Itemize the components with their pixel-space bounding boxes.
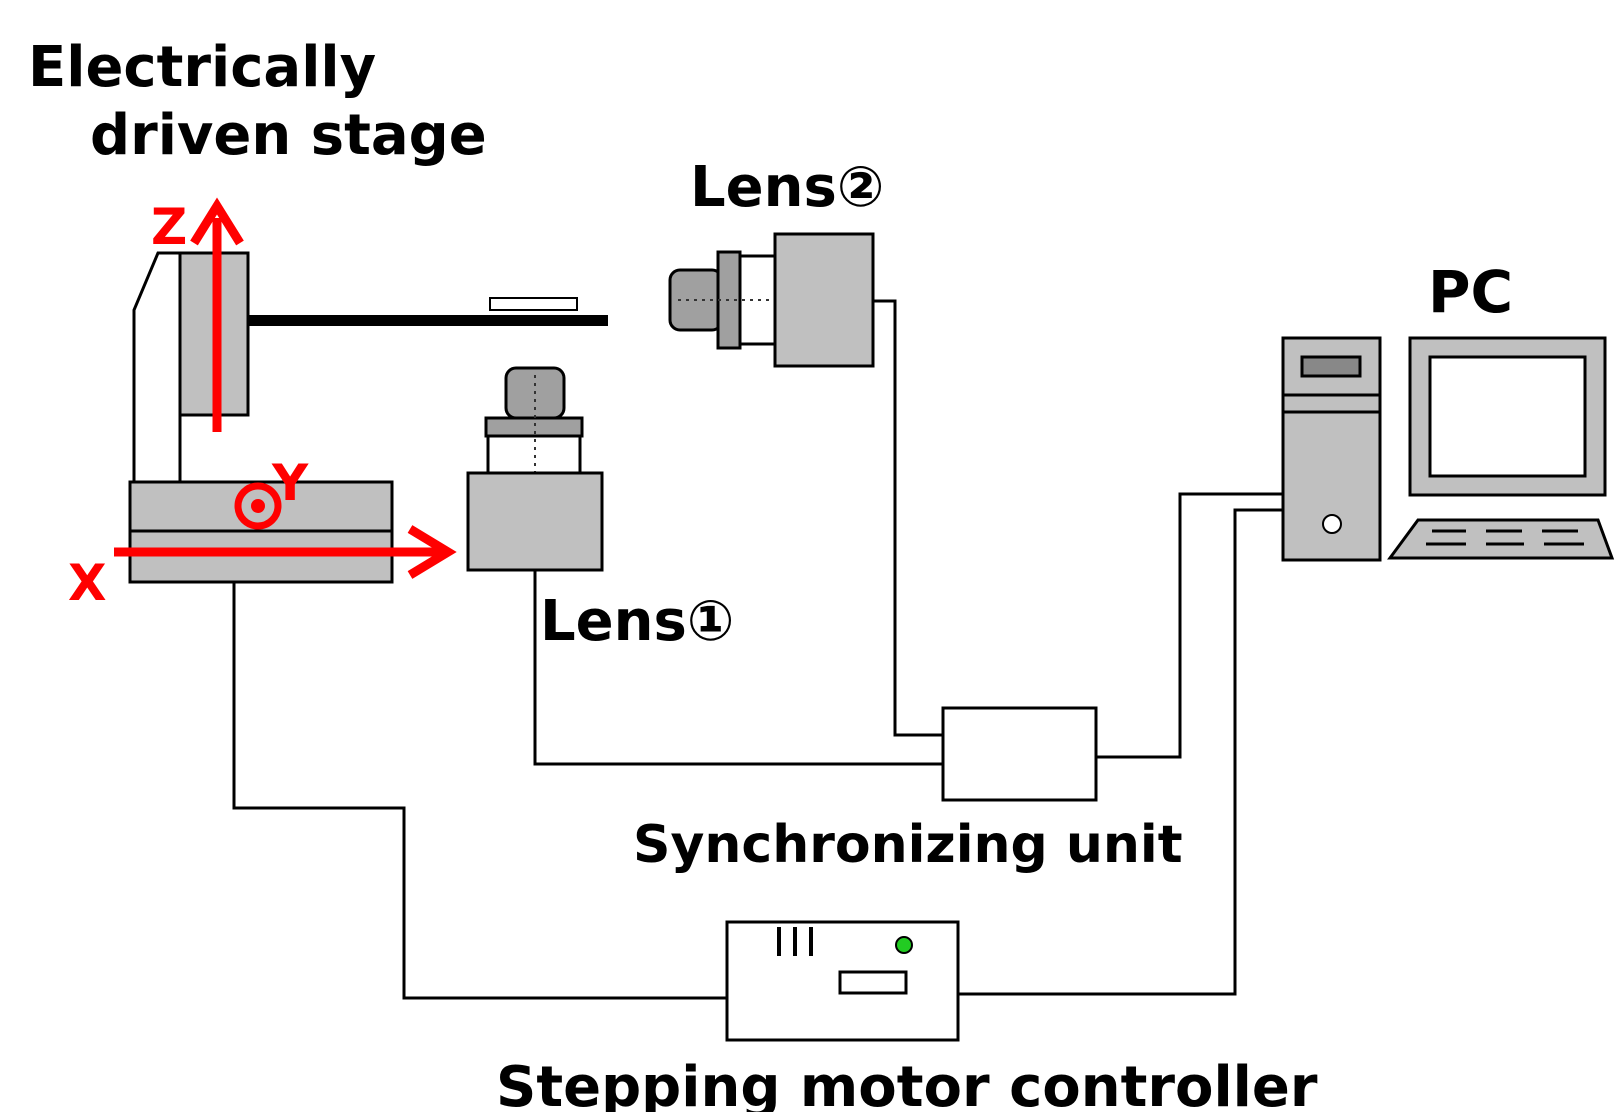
motor-controller-label: Stepping motor controller <box>496 1055 1318 1112</box>
pc-power-button <box>1322 514 1342 534</box>
stepping-motor-controller <box>725 920 960 1042</box>
pc-label: PC <box>1428 258 1513 326</box>
lens-1-label: Lens① <box>540 589 734 654</box>
wire-controller-to-pc <box>958 508 1283 996</box>
lens-2-camera <box>668 232 875 368</box>
pc-monitor-screen <box>1428 355 1587 478</box>
y-axis-symbol <box>234 482 282 530</box>
wire-lens2-to-sync <box>873 299 943 737</box>
pc-drive-bay <box>1300 355 1362 378</box>
controller-display <box>838 970 908 995</box>
synchronizing-unit-box <box>941 706 1098 802</box>
y-axis-label: Y <box>271 454 309 512</box>
wire-stage-to-controller <box>232 582 727 1000</box>
controller-status-led <box>895 936 913 954</box>
stage-column-outline <box>132 251 182 482</box>
lens-2-label: Lens② <box>690 155 884 220</box>
lens1-body <box>466 471 604 572</box>
x-axis-label: X <box>68 554 107 612</box>
z-axis-label: Z <box>151 198 187 256</box>
z-arrow-head <box>190 197 244 246</box>
sample-arm <box>248 315 608 326</box>
lens-1-camera <box>466 366 604 572</box>
axis-indicators: Z Y X <box>68 197 457 612</box>
lens2-body <box>773 232 875 368</box>
stage-title-line1: Electrically <box>28 35 376 100</box>
x-arrow-head <box>407 525 457 579</box>
pc-computer <box>1281 336 1615 562</box>
sample-slide <box>489 297 578 311</box>
lens2-barrel <box>738 254 777 346</box>
wire-lens1-to-sync <box>533 570 943 766</box>
synchronizing-unit-label: Synchronizing unit <box>633 815 1183 875</box>
y-axis-dot <box>251 499 265 513</box>
stage-title-line2: driven stage <box>90 103 487 168</box>
lens1-barrel <box>486 434 582 475</box>
pc-keyboard <box>1387 518 1615 560</box>
wire-sync-to-pc <box>1096 492 1283 759</box>
connection-wires <box>232 299 1283 1000</box>
